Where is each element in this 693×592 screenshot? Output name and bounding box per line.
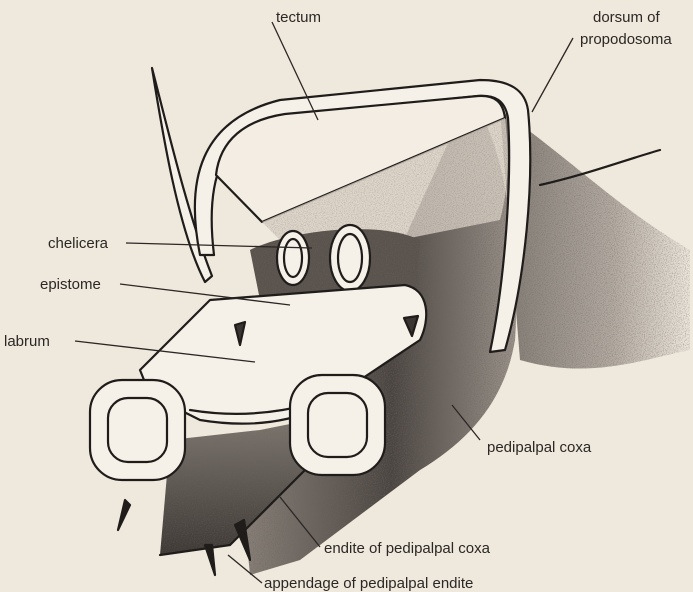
- label-chelicera: chelicera: [48, 235, 109, 252]
- pedipalp-right: [290, 375, 385, 475]
- label-endite: endite of pedipalpal coxa: [324, 540, 491, 557]
- label-appendage: appendage of pedipalpal endite: [264, 575, 473, 592]
- pedipalp-left: [90, 380, 185, 480]
- label-tectum: tectum: [276, 9, 321, 26]
- leader-dorsum: [532, 38, 573, 112]
- label-epistome: epistome: [40, 276, 101, 293]
- bottom-spine-2: [205, 545, 215, 575]
- label-labrum: labrum: [4, 333, 50, 350]
- label-dorsum-line2: propodosoma: [580, 31, 672, 48]
- label-dorsum-line1: dorsum of: [593, 9, 661, 26]
- label-pedipalpal-coxa: pedipalpal coxa: [487, 439, 592, 456]
- bottom-spine-1: [118, 500, 130, 530]
